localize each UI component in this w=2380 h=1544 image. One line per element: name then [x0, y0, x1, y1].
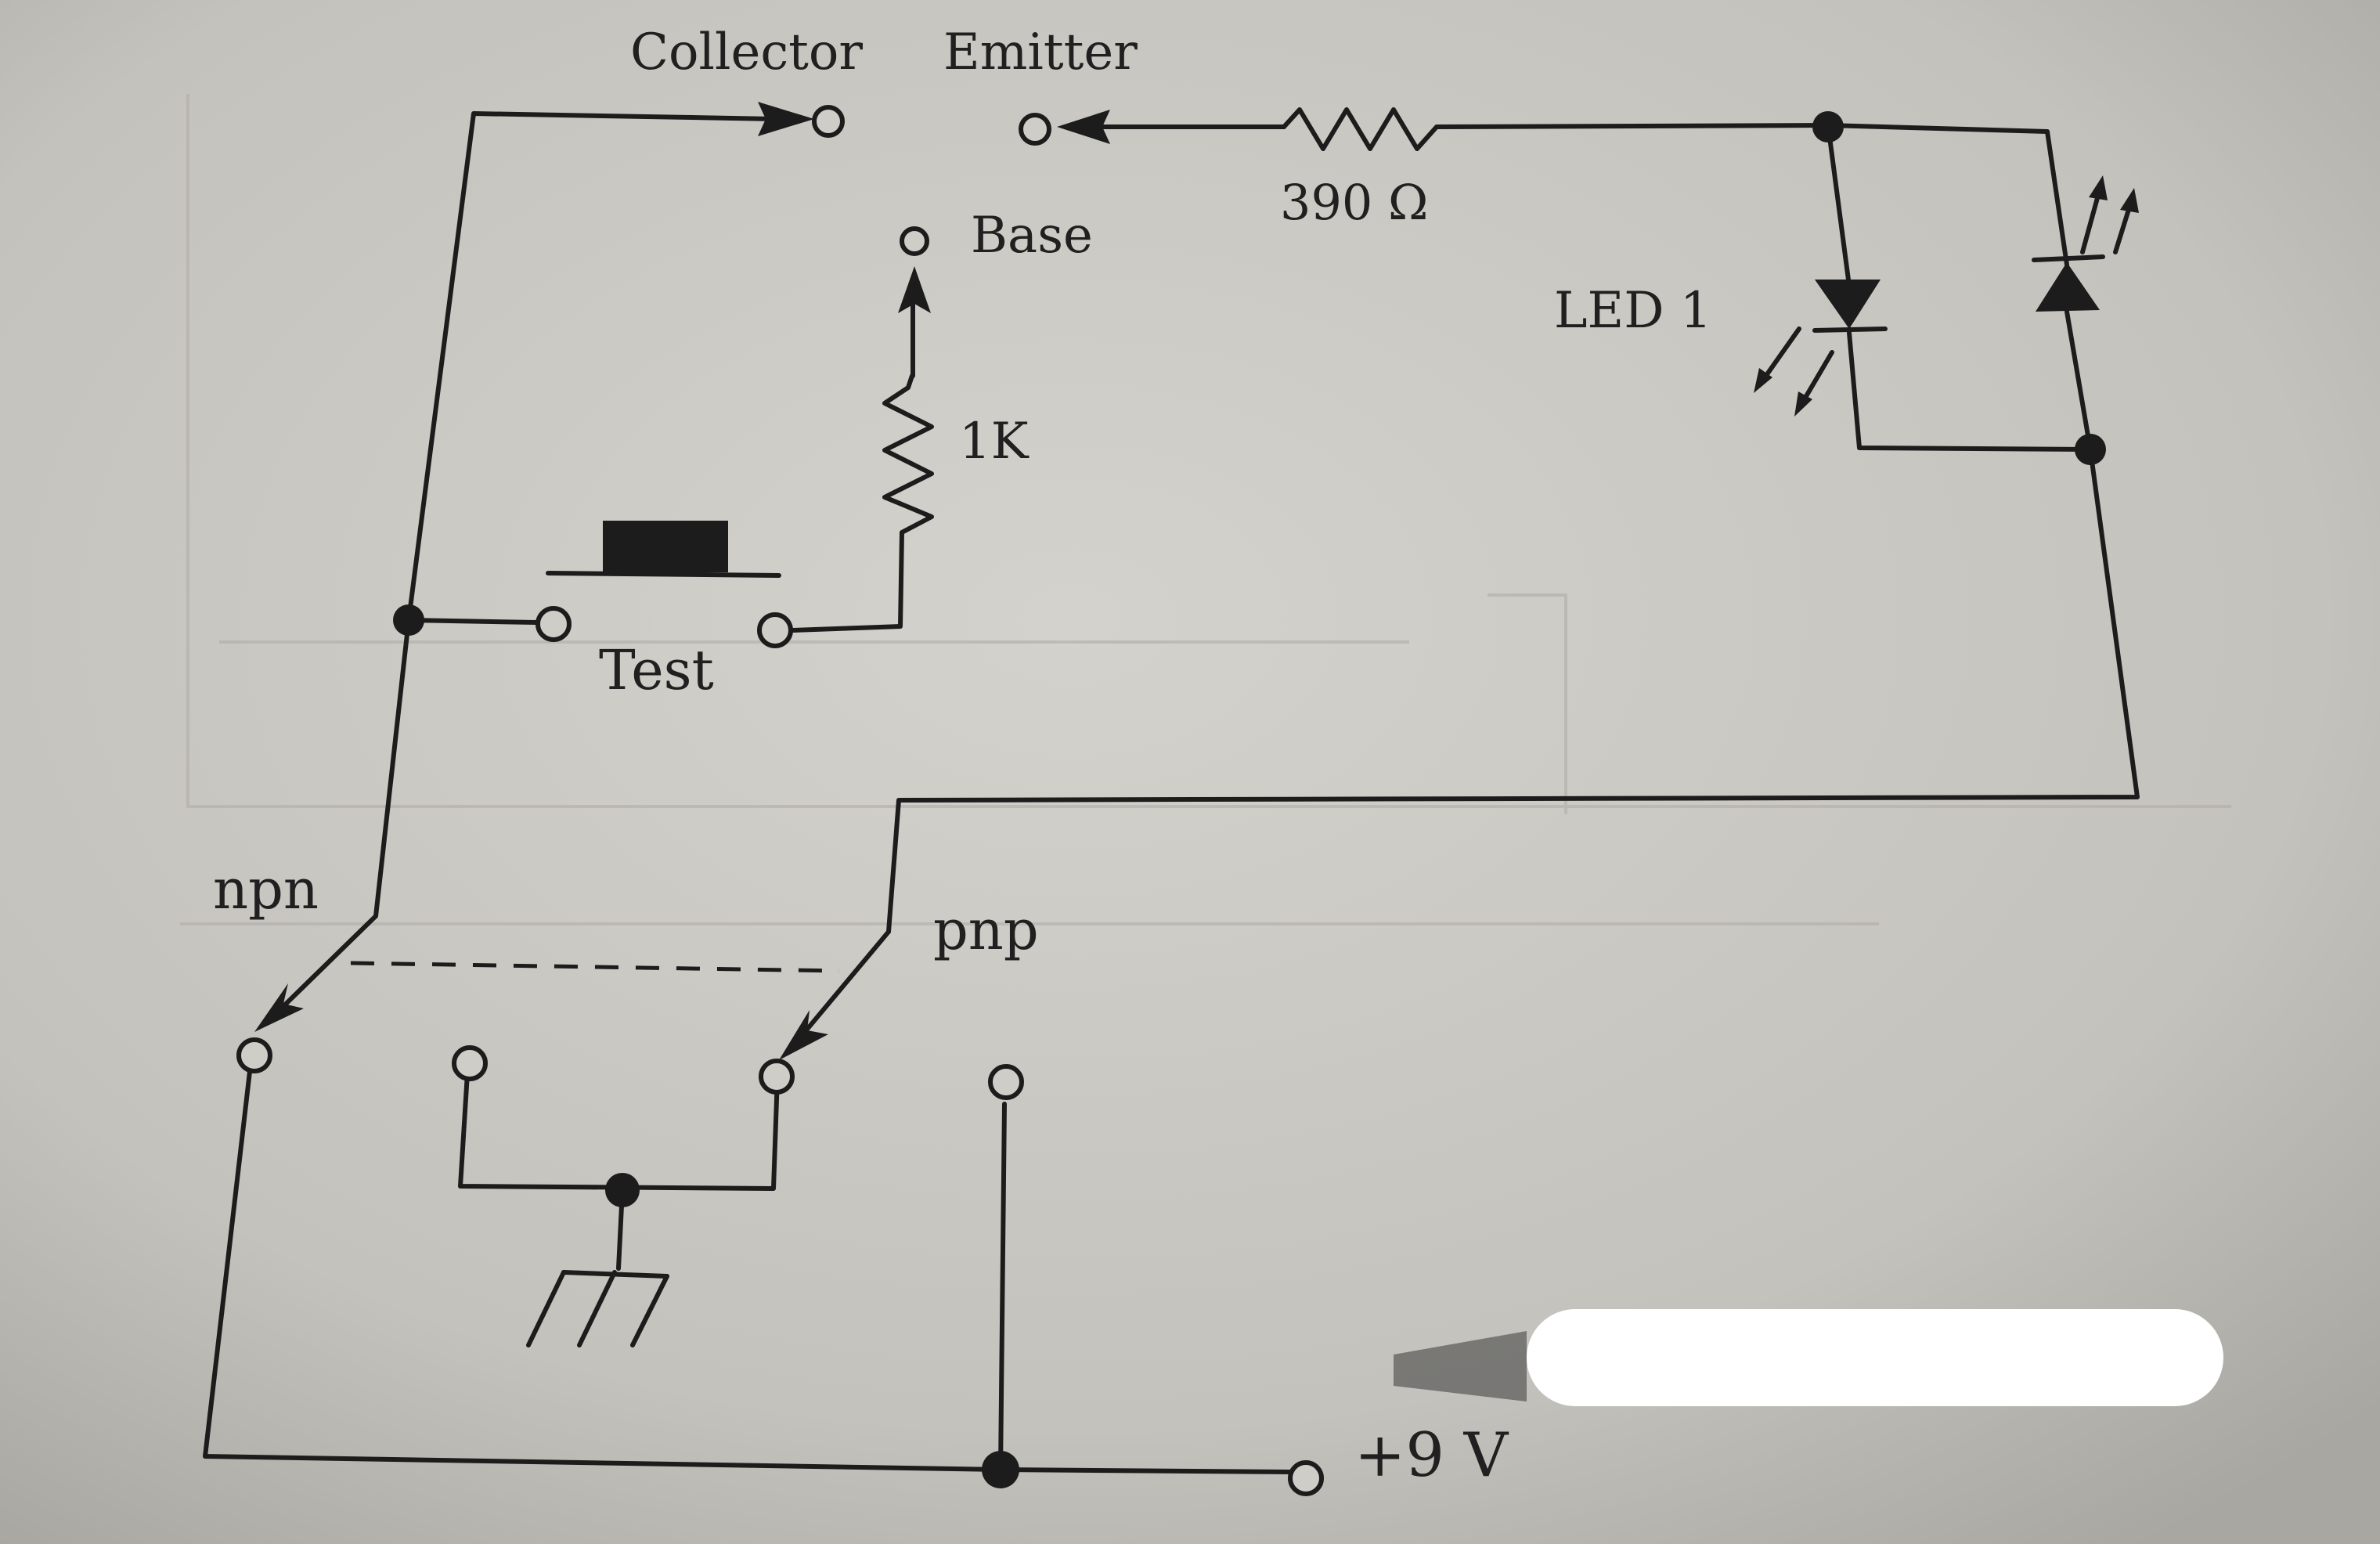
redaction-mark: [1394, 1309, 2223, 1406]
emitter-terminal: [1019, 113, 1051, 146]
led-1-symbol: [1754, 280, 1888, 417]
pnp-label: pnp: [933, 898, 1039, 962]
junction-supply: [982, 1451, 1019, 1488]
resistor-1k-label: 1K: [959, 413, 1030, 471]
junction-test: [393, 604, 424, 636]
switch-npn-contact: [236, 1037, 272, 1073]
npn-label: npn: [213, 857, 319, 922]
junction-led-bottom: [2075, 434, 2106, 465]
emitter-label: Emitter: [943, 23, 1138, 81]
supply-terminal: [1288, 1460, 1324, 1496]
switch-ground-contact-right: [759, 1059, 795, 1095]
junction-top-right: [1812, 111, 1844, 142]
junction-ground: [605, 1173, 640, 1207]
labels: Collector Emitter Base 390 Ω 1K LED 1 Te…: [213, 23, 1712, 1491]
test-terminal-right: [757, 612, 793, 648]
collector-terminal: [812, 105, 845, 138]
collector-label: Collector: [630, 23, 863, 81]
supply-label: +9 V: [1354, 1420, 1509, 1491]
led-1-label: LED 1: [1554, 282, 1712, 340]
circuit-wires: [203, 102, 2140, 1474]
terminals: [236, 105, 1324, 1496]
test-terminal-left: [536, 606, 572, 642]
resistor-390-label: 390 Ω: [1280, 174, 1428, 231]
switch-ground-contact-left: [452, 1045, 488, 1081]
led-2-symbol: [2032, 175, 2139, 312]
switch-supply-contact: [988, 1064, 1024, 1100]
base-label: Base: [971, 207, 1093, 265]
base-terminal: [900, 226, 929, 256]
test-label: Test: [599, 638, 714, 702]
junction-dots: [393, 111, 2106, 1488]
show-through-marks: [180, 94, 2231, 925]
pushbutton-cap: [603, 521, 728, 572]
